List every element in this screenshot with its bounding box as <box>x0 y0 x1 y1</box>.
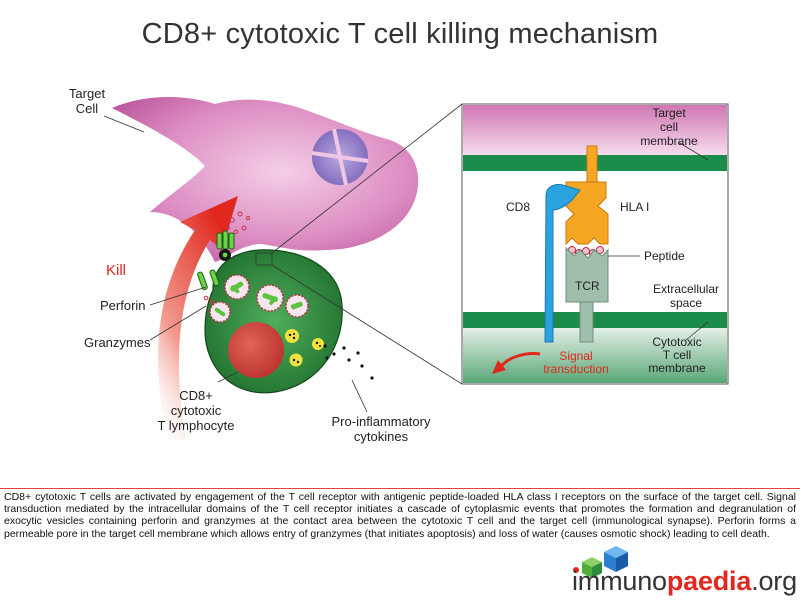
cube-icon-green <box>582 557 602 578</box>
inset-label-hla: HLA I <box>620 200 650 214</box>
inset-label-peptide: Peptide <box>644 249 685 263</box>
logo-dot <box>573 567 579 573</box>
illustration <box>103 97 729 440</box>
inset-label-tcr: TCR <box>575 279 600 293</box>
cytokine-granules <box>285 329 324 367</box>
label-cd8-lymphocyte: CD8+ cytotoxic T lymphocyte <box>157 388 235 433</box>
label-kill: Kill <box>106 262 127 279</box>
logo-cubes <box>573 546 628 578</box>
tcr <box>565 246 609 343</box>
released-perforin <box>197 269 220 305</box>
inset-label-tcell-membrane: Cytotoxic T cell membrane <box>648 335 706 375</box>
label-target-cell: Target Cell <box>68 86 106 116</box>
cube-icon-blue <box>604 546 628 572</box>
page-title: CD8+ cytotoxic T cell killing mechanism <box>141 18 659 50</box>
logo-part-2: paedia <box>666 566 752 596</box>
granzyme-dots <box>225 211 251 235</box>
signal-arrow <box>498 352 541 369</box>
target-nucleus-fragments <box>311 128 369 186</box>
tcell-membrane-band <box>463 312 727 328</box>
label-perforin: Perforin <box>100 298 146 313</box>
pointer-lines <box>103 115 368 413</box>
perforin-pore <box>216 230 235 261</box>
logo-text[interactable]: immunopaedia.org <box>572 566 797 597</box>
figure-caption: CD8+ cytotoxic T cells are activated by … <box>4 491 796 540</box>
synapse-inset <box>461 103 729 385</box>
caption-divider <box>0 488 800 489</box>
inset-label-target-membrane: Target cell membrane <box>640 106 698 148</box>
label-granzymes: Granzymes <box>84 335 151 350</box>
inset-label-extracellular: Extracellular space <box>652 282 720 310</box>
cytokine-dots <box>323 344 374 380</box>
logo-part-1: immuno <box>572 566 667 596</box>
target-cell <box>112 97 419 262</box>
kill-arrow <box>158 196 238 440</box>
synapse-zoom-box <box>255 252 273 266</box>
cytotoxic-vesicles <box>209 274 309 323</box>
inset-label-cd8: CD8 <box>506 200 531 214</box>
t-cell-nucleus <box>228 322 284 378</box>
inset-label-signal: Signal transduction <box>543 349 609 376</box>
hla-class-i <box>565 145 609 246</box>
cd8-coreceptor <box>544 183 581 343</box>
label-cytokines: Pro-inflammatory cytokines <box>331 414 431 444</box>
logo-part-3: .org <box>751 566 797 596</box>
